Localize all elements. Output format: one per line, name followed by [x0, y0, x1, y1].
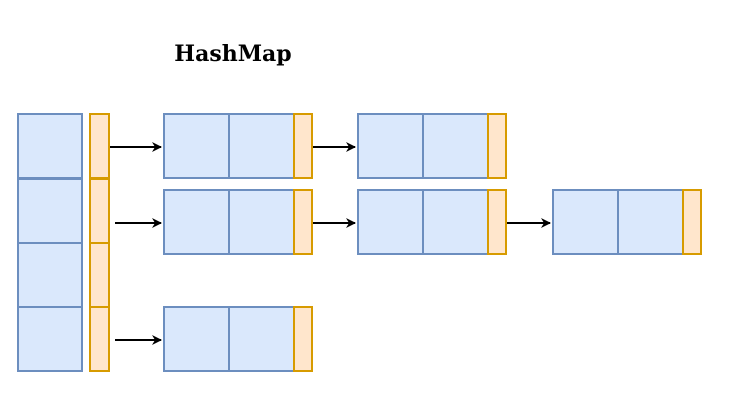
bucket-pointer-cell — [89, 306, 110, 372]
node-key-cell — [163, 189, 230, 255]
node-next-cell — [293, 189, 313, 255]
node-next-cell — [293, 306, 313, 372]
node-next-cell — [487, 113, 507, 179]
bucket-cell — [17, 178, 83, 244]
node-value-cell — [617, 189, 684, 255]
node-value-cell — [228, 189, 295, 255]
chain-node — [357, 189, 507, 255]
node-next-cell — [682, 189, 702, 255]
node-value-cell — [228, 113, 295, 179]
chains — [110, 113, 702, 372]
node-next-cell — [487, 189, 507, 255]
chain-node — [163, 306, 313, 372]
chain-node — [163, 189, 313, 255]
chain-node — [357, 113, 507, 179]
node-key-cell — [357, 189, 424, 255]
node-value-cell — [422, 189, 489, 255]
bucket-pointer-cell — [89, 178, 110, 244]
node-value-cell — [422, 113, 489, 179]
node-key-cell — [163, 306, 230, 372]
bucket-cell — [17, 242, 83, 308]
diagram-title: HashMap — [174, 41, 291, 67]
chain-node — [552, 189, 702, 255]
node-key-cell — [357, 113, 424, 179]
bucket-pointer-cell — [89, 113, 110, 179]
bucket-pointer-cell — [89, 242, 110, 308]
node-next-cell — [293, 113, 313, 179]
node-key-cell — [163, 113, 230, 179]
bucket-cell — [17, 113, 83, 179]
node-value-cell — [228, 306, 295, 372]
node-key-cell — [552, 189, 619, 255]
bucket-array — [17, 113, 110, 372]
chain-node — [163, 113, 313, 179]
bucket-cell — [17, 306, 83, 372]
